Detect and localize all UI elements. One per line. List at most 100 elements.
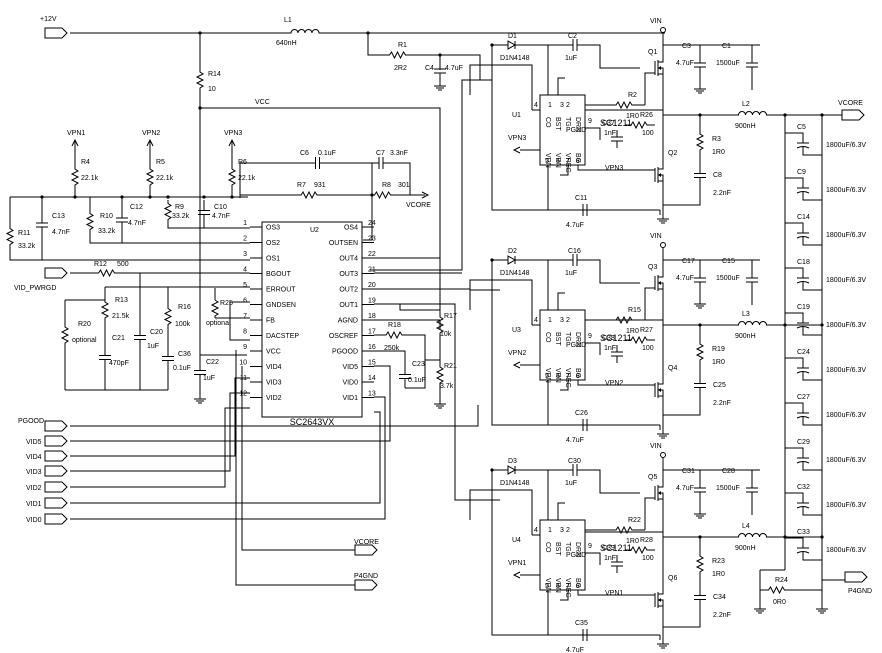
cap-plate-curved [796,416,810,419]
pin-8-num: 8 [243,329,247,336]
pin-24-num: 24 [368,220,376,227]
mosfet-arrow [658,388,661,392]
l-ref: L4 [742,523,750,530]
q-high-ref: Q5 [648,474,657,481]
drv-vpn-in: VPN3 [508,135,526,142]
outcap-ref-2: C14 [797,214,810,221]
vpn-arrow [512,571,521,579]
R18-ref: R18 [388,322,401,329]
drv-pin-3: 3 [560,102,564,109]
R24-ref: R24 [775,577,788,584]
R10-ref: R10 [100,213,113,220]
port-p4gnd-out [844,571,868,583]
drv-pin-drn: DRN [574,332,581,347]
cap-plate-curved [796,326,810,329]
cin-val: 4.7uF [676,60,694,67]
wire [585,552,601,565]
cb-val: 1nF [604,555,616,562]
wire [295,190,325,200]
wire [235,350,355,586]
diode-val: D1N4148 [500,480,530,487]
csn-ref: C25 [713,382,726,389]
net-vcore-out-label: VCORE [838,100,863,107]
outcap-val-8: 1800uF/6.3V [826,502,866,509]
wire [163,200,173,225]
cap-plate-curved [796,461,810,464]
wire [374,303,440,311]
driver-part: SC1211 [600,118,632,128]
wire [385,330,405,340]
junction-dot [820,535,824,539]
C4-ref: C4 [425,65,434,72]
pin-20-num: 20 [368,282,376,289]
rb-val: 100 [642,555,654,562]
net-vin-0-label: VIN [650,18,662,25]
C12-val: 4.7nF [128,220,146,227]
q-high-ref: Q1 [648,49,657,56]
wire [89,235,250,244]
wire [785,402,804,413]
wire [163,305,173,330]
pin-4-num: 4 [243,267,247,274]
wire [785,177,804,188]
C12-ref: C12 [130,204,143,211]
R1-ref: R1 [398,42,407,49]
wire [405,334,426,360]
vpn1-pullup-ref: R4 [81,159,90,166]
junction-dot [820,113,824,117]
wire [90,268,125,278]
q-low-ref: Q2 [668,150,677,157]
wire [802,327,822,336]
drv-pin-co: CO [544,542,551,553]
R18-val: 250k [384,345,400,352]
net-vpn1-label: VPN1 [67,130,85,137]
pin-10-name: VID4 [266,364,282,371]
C6-ref: C6 [300,150,309,157]
wire [785,447,804,458]
C21-val: 470pF [109,360,129,367]
drv-pin-2: 2 [566,102,570,109]
wire [9,250,250,261]
net-vid-pwrgd-label: VID_PWRGD [14,285,56,292]
q-high-ref: Q3 [648,264,657,271]
wire [577,310,663,321]
wire [695,128,705,158]
components [36,27,868,649]
csn-val: 2.2nF [713,400,731,407]
pin-7-num: 7 [243,313,247,320]
pin-3-name: OS1 [266,256,280,263]
cap-plate-curved [796,506,810,509]
wire [577,380,655,386]
drv-pin-pgnd: PGND [566,127,586,134]
pin-16-name: PGOOD [332,349,358,356]
drv-pin-5: 5 [545,373,549,380]
pin-12-name: VID2 [266,395,282,402]
drv-pin-9: 9 [588,118,592,125]
wire [557,292,565,310]
junction-dot [698,113,702,117]
R17-val: 10k [440,331,452,338]
wire [70,392,250,472]
drv-pin-3: 3 [560,527,564,534]
drv-pin-co: CO [544,117,551,128]
junction-dot [783,535,787,539]
cap-plate-curved [796,191,810,194]
wire [200,107,441,310]
csn-ref: C8 [713,172,722,179]
drv-pin-8: 8 [576,373,580,380]
drv-pin-vrn: VRN [544,578,551,593]
rb-val: 100 [642,130,654,137]
net-p4gnd-out-label: P4GND [848,588,872,595]
wire [100,297,110,325]
drv-pin-bst: BST [554,332,561,346]
wire [145,168,155,188]
wire [85,210,95,235]
port-vid-4 [44,497,68,509]
junction-dot [370,193,374,197]
wire [227,168,237,188]
pin-19-num: 19 [368,298,376,305]
outcap-ref-8: C32 [797,484,810,491]
cboot-ref: C16 [568,248,581,255]
wire [469,489,533,535]
